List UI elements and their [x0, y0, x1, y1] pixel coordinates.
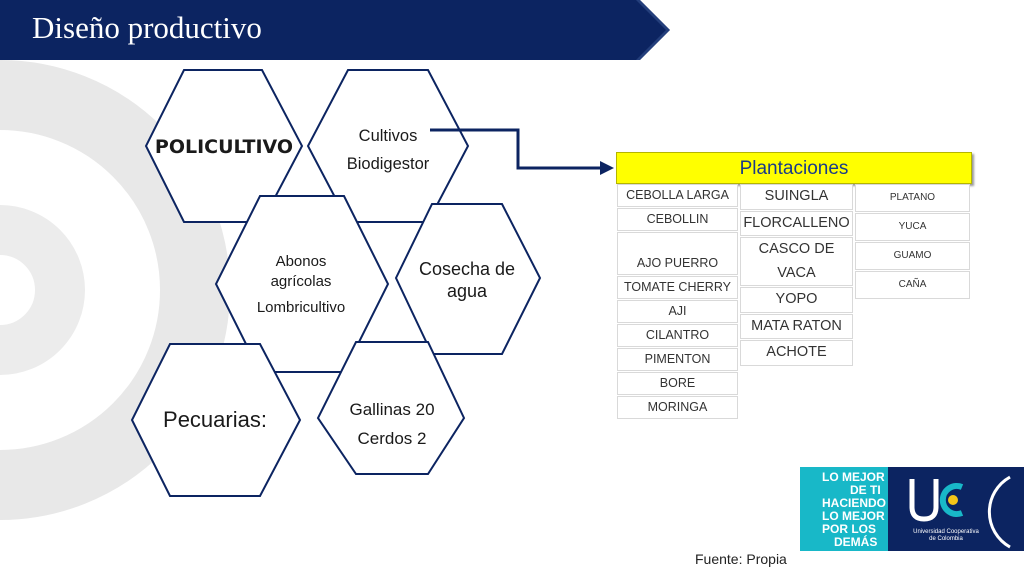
hex-cosecha — [394, 203, 542, 355]
list-item: CEBOLLA LARGA — [617, 184, 738, 207]
list-item: ACHOTE — [740, 340, 853, 366]
list-item: GUAMO — [855, 242, 970, 270]
list-item: FLORCALLENO — [740, 210, 853, 236]
list-item: MATA RATON — [740, 313, 853, 339]
plantaciones-column-2: SUINGLA FLORCALLENO CASCO DE VACA YOPO M… — [740, 184, 853, 367]
list-item: CAÑA — [855, 271, 970, 299]
page-title: Diseño productivo — [32, 10, 262, 45]
logo-slogan-line: HACIENDO — [822, 496, 886, 510]
list-item: AJO PUERRO — [617, 232, 738, 275]
hex-cultivos-label: Cultivos Biodigestor — [346, 127, 430, 173]
source-note: Fuente: Propia — [695, 551, 787, 567]
hex-pecuarias-label: Pecuarias: — [163, 407, 267, 432]
logo-university-line: de Colombia — [929, 536, 963, 542]
university-logo: LO MEJOR DE TI HACIENDO LO MEJOR POR LOS… — [800, 467, 1024, 551]
hex-cosecha-label: Cosecha de agua — [418, 259, 516, 301]
hex-gallinas — [316, 341, 466, 475]
logo-slogan-line: DEMÁS — [834, 534, 877, 549]
plantaciones-header: Plantaciones — [616, 152, 972, 184]
list-item: TOMATE CHERRY — [617, 276, 738, 299]
hex-policultivo-label: POLICULTIVO — [154, 136, 294, 158]
plantaciones-column-1: CEBOLLA LARGA CEBOLLIN AJO PUERRO TOMATE… — [617, 184, 738, 420]
title-banner — [0, 0, 670, 60]
logo-university-line: Universidad Cooperativa — [913, 529, 979, 535]
hex-gallinas-label: Gallinas 20 Cerdos 2 — [349, 400, 435, 448]
list-item: CASCO DE VACA — [740, 237, 853, 286]
plantaciones-column-3: PLATANO YUCA GUAMO CAÑA — [855, 184, 970, 300]
uc-emblem-icon — [909, 479, 964, 522]
logo-slogan-line: LO MEJOR — [822, 509, 885, 523]
list-item: MORINGA — [617, 396, 738, 419]
logo-slogan-line: DE TI — [850, 483, 881, 497]
list-item: SUINGLA — [740, 184, 853, 210]
hex-pecuarias — [130, 343, 302, 497]
list-item: AJI — [617, 300, 738, 323]
list-item: PLATANO — [855, 184, 970, 212]
list-item: YUCA — [855, 213, 970, 241]
list-item: CILANTRO — [617, 324, 738, 347]
logo-slogan-line: POR LOS — [822, 522, 876, 536]
hex-abonos-label: Abonos agrícolas Lombricultivo — [256, 253, 346, 316]
list-item: PIMENTON — [617, 348, 738, 371]
list-item: BORE — [617, 372, 738, 395]
logo-slogan-line: LO MEJOR — [822, 470, 885, 484]
list-item: CEBOLLIN — [617, 208, 738, 231]
list-item: YOPO — [740, 287, 853, 313]
